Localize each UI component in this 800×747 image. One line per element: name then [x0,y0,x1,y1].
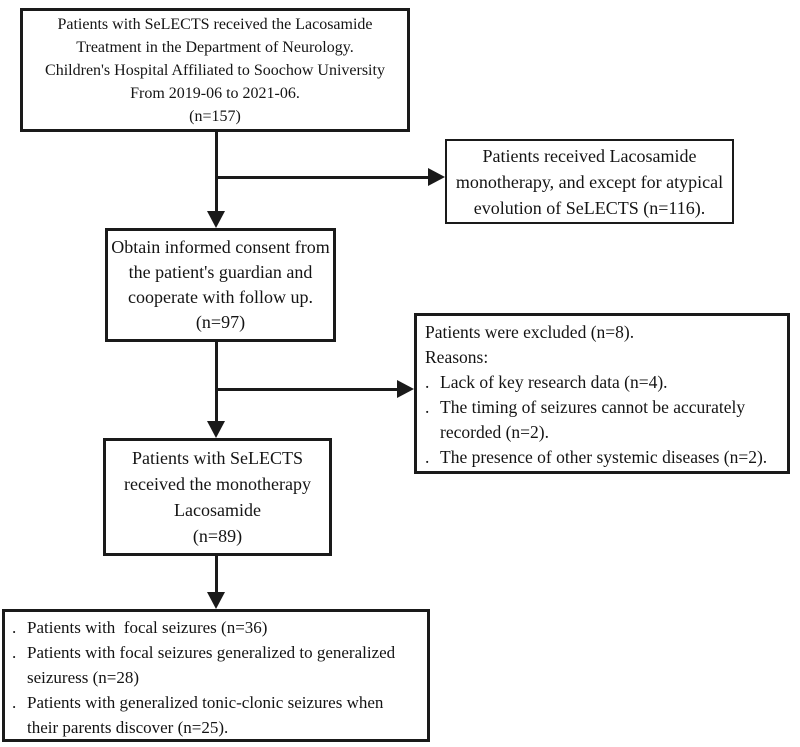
text-line: Patients with generalized tonic-clonic s… [27,693,384,712]
text-line: Patients received Lacosamide [482,145,697,166]
text-line: (n=157) [189,107,241,125]
list-item: . The timing of seizures cannot be accur… [425,395,781,445]
text-line: seizuress (n=28) [27,668,140,687]
connector-consent-to-cohort [215,342,218,422]
text-line: From 2019-06 to 2021-06. [130,84,300,102]
bullet-dot: . [425,372,430,392]
text-line: Patients with focal seizures (n=36) [27,618,268,637]
bullet-dot: . [12,693,17,712]
text-line: Children's Hospital Affiliated to Soocho… [45,61,385,79]
text-line: cooperate with follow up. [128,287,313,307]
connector-enrollment-to-consent [215,132,218,214]
box-informed-consent: Obtain informed consent from the patient… [105,228,336,342]
arrowhead-right [428,168,445,186]
excluded-title: Patients were excluded (n=8). [425,322,635,342]
bullet-dot: . [425,447,430,467]
arrowhead-right [397,380,414,398]
list-item: . Lack of key research data (n=4). [425,370,781,395]
text-line: Lack of key research data (n=4). [440,372,668,392]
arrowhead-down [207,592,225,609]
text-line: Lacosamide [174,500,261,520]
box-excluded: Patients were excluded (n=8). Reasons: .… [414,313,790,474]
list-item: . Patients with generalized tonic-clonic… [12,690,423,740]
list-item: . Patients with focal seizures generaliz… [12,640,423,690]
bullet-dot: . [425,397,430,417]
text-line: The presence of other systemic diseases … [440,447,768,467]
bullet-dot: . [12,643,17,662]
text-line: Patients with SeLECTS [132,448,303,468]
text-line: evolution of SeLECTS (n=116). [473,197,706,218]
arrowhead-down [207,421,225,438]
list-item: . The presence of other systemic disease… [425,445,781,470]
arrowhead-down [207,211,225,228]
text-line: Patients with focal seizures generalized… [27,643,396,662]
box-seizure-outcomes: . Patients with focal seizures (n=36) . … [2,609,430,742]
connector-cohort-to-outcomes [215,556,218,593]
text-line: recorded (n=2). [440,422,549,442]
text-line: received the monotherapy [124,474,311,494]
box-monotherapy-cohort: Patients with SeLECTS received the monot… [103,438,332,556]
text-line: Treatment in the Department of Neurology… [76,38,354,56]
text-line: their parents discover (n=25). [27,718,229,737]
connector-to-exception [216,176,429,179]
text-line: (n=97) [195,312,246,332]
bullet-dot: . [12,618,17,637]
text-line: the patient's guardian and [128,262,313,282]
box-enrollment: Patients with SeLECTS received the Lacos… [20,8,410,132]
excluded-reasons-label: Reasons: [425,347,489,367]
connector-to-excluded [216,388,398,391]
text-line: monotherapy, and except for atypical [455,171,724,192]
text-line: Obtain informed consent from [111,237,330,257]
box-monotherapy-exception: Patients received Lacosamide monotherapy… [445,139,734,224]
text-line: (n=89) [192,526,243,546]
text-line: The timing of seizures cannot be accurat… [440,397,746,417]
text-line: Patients with SeLECTS received the Lacos… [57,15,373,33]
list-item: . Patients with focal seizures (n=36) [12,615,423,640]
